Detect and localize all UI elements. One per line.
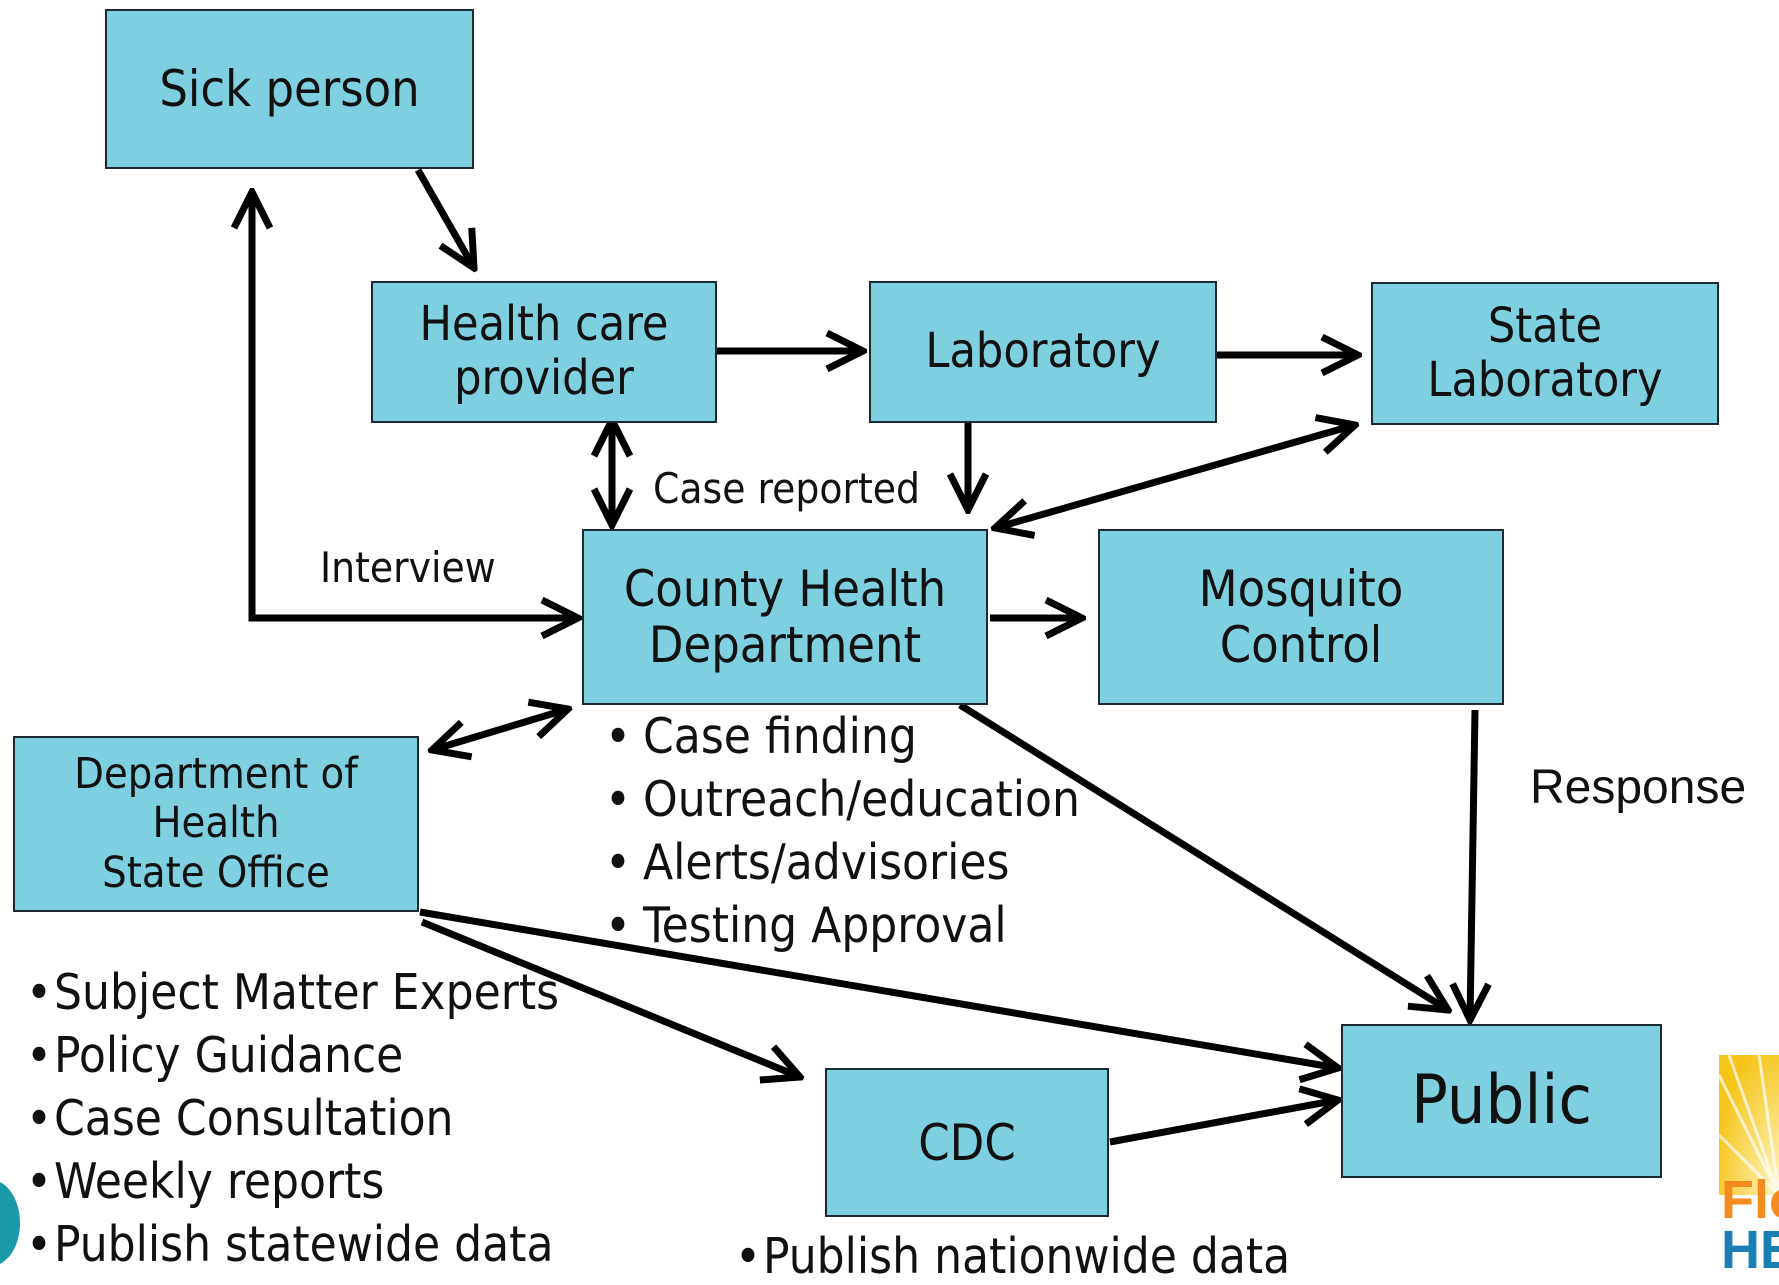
health-care-provider-label: Health care provider — [419, 296, 669, 406]
doh-state-office-box: Department of Health State Office — [13, 736, 419, 912]
interview-label: Interview — [320, 543, 496, 592]
cdc-activity-item: •Publish nationwide data — [735, 1228, 1291, 1285]
arrow-county-to-public — [958, 702, 1448, 1010]
county-activities-list: •Case finding •Outreach/education •Alert… — [605, 712, 1080, 964]
state-office-activity-item: •Subject Matter Experts — [26, 964, 560, 1021]
county-activity-item: •Testing Approval — [605, 897, 1007, 954]
sick-person-label: Sick person — [159, 60, 420, 118]
laboratory-box: Laboratory — [869, 281, 1217, 423]
public-box: Public — [1341, 1024, 1662, 1178]
cdc-label: CDC — [918, 1113, 1016, 1172]
sun-rays-icon — [1719, 1055, 1779, 1195]
state-office-activity-item: •Publish statewide data — [26, 1216, 554, 1273]
arrow-county-state-office-bidirectional — [432, 709, 568, 750]
arrow-sick-to-provider — [414, 168, 474, 268]
laboratory-label: Laboratory — [925, 323, 1161, 380]
arrow-state-office-to-cdc — [420, 918, 800, 1077]
state-office-activities-list: •Subject Matter Experts •Policy Guidance… — [26, 968, 559, 1283]
state-office-activity-item: •Policy Guidance — [26, 1027, 404, 1084]
florida-health-logo: Flo HE — [1719, 1055, 1779, 1275]
arrow-interview-loop — [252, 192, 578, 618]
public-label: Public — [1411, 1060, 1592, 1140]
mosquito-control-label: Mosquito Control — [1198, 560, 1404, 674]
health-care-provider-box: Health care provider — [371, 281, 717, 423]
state-office-activity-item: •Weekly reports — [26, 1153, 385, 1210]
cdc-activities-list: •Publish nationwide data — [735, 1232, 1290, 1281]
arrow-state-office-to-public — [419, 908, 1338, 1068]
state-office-activity-item: •Case Consultation — [26, 1090, 454, 1147]
county-health-department-label: County Health Department — [623, 560, 947, 674]
state-laboratory-box: State Laboratory — [1371, 282, 1719, 425]
county-health-department-box: County Health Department — [582, 529, 988, 705]
logo-text-line2: HE — [1721, 1220, 1779, 1275]
arrow-mosquito-to-public — [1470, 709, 1475, 1020]
doh-state-office-label: Department of Health State Office — [74, 748, 358, 898]
arrow-county-state-lab-bidirectional — [995, 425, 1355, 528]
county-activity-item: •Case finding — [605, 708, 917, 765]
slide-number-circle — [0, 1180, 20, 1266]
state-laboratory-label: State Laboratory — [1427, 297, 1663, 408]
sick-person-box: Sick person — [105, 9, 474, 169]
cdc-box: CDC — [825, 1068, 1109, 1217]
mosquito-control-box: Mosquito Control — [1098, 529, 1504, 705]
arrow-cdc-to-public — [1109, 1100, 1338, 1146]
county-activity-item: •Outreach/education — [605, 771, 1080, 828]
case-reported-label: Case reported — [653, 464, 921, 513]
response-label: Response — [1530, 761, 1747, 814]
county-activity-item: •Alerts/advisories — [605, 834, 1010, 891]
logo-text-line1: Flo — [1721, 1170, 1779, 1230]
